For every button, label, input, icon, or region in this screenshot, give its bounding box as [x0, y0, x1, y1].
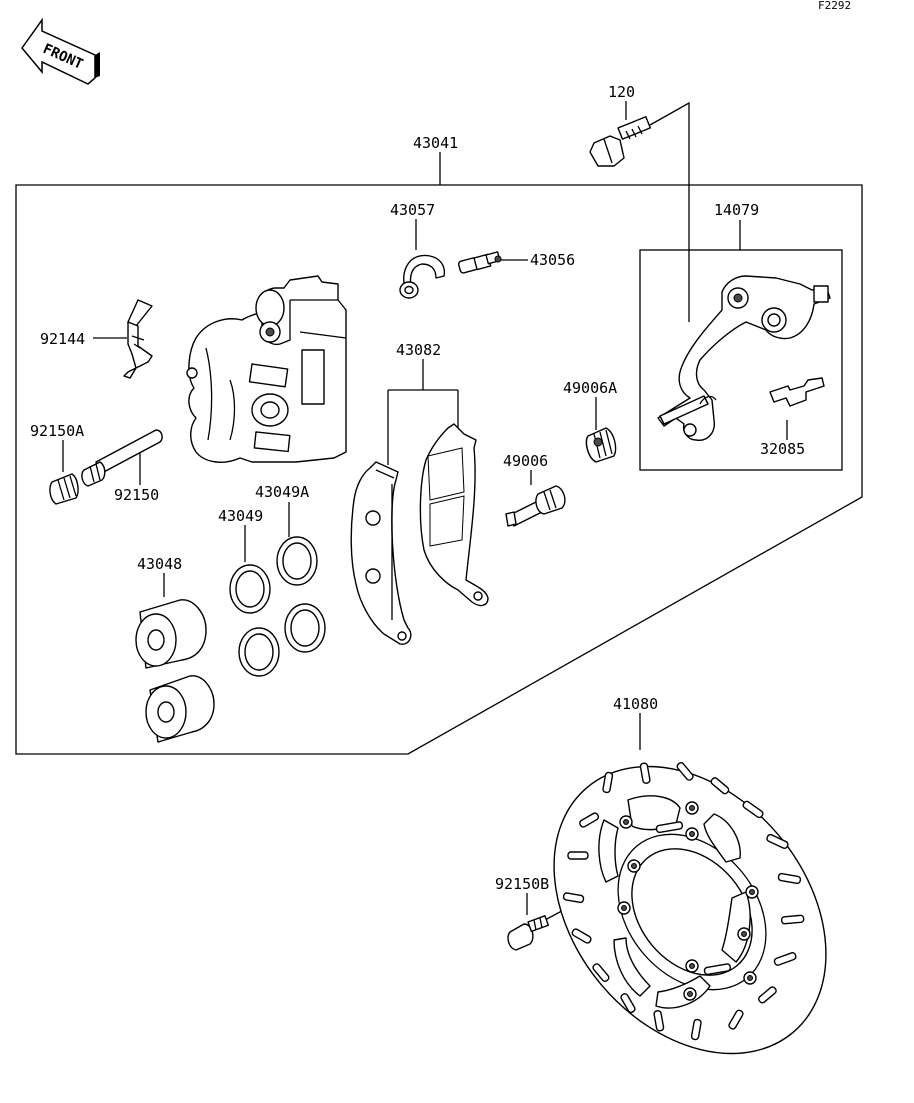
label-43057: 43057: [390, 201, 435, 219]
pin-92150: [81, 429, 163, 487]
bolt-92150B: [507, 915, 550, 951]
caliper-bracket-14079: [657, 275, 831, 441]
label-43082: 43082: [396, 341, 441, 359]
pin-49006: [505, 485, 566, 527]
label-41080: 41080: [613, 695, 658, 713]
pad-spring-92144: [123, 299, 153, 379]
bracket-assembly-frame: [639, 249, 843, 471]
label-92150A: 92150A: [30, 422, 84, 440]
caliper-assembly-frame: [15, 184, 863, 755]
label-49006A: 49006A: [563, 379, 617, 397]
front-arrow-icon: FRONT: [21, 17, 100, 85]
label-120: 120: [608, 83, 635, 101]
disc-rivets: [617, 801, 759, 1001]
brake-pad-left: [350, 461, 412, 645]
pad-clip-32085: [769, 377, 825, 407]
part-labels: 120 43041 43057 43056 14079 92144 43082 …: [30, 83, 805, 893]
disc-slots: [562, 762, 805, 1041]
label-92144: 92144: [40, 330, 85, 348]
brake-pad-right: [419, 423, 489, 607]
label-32085: 32085: [760, 440, 805, 458]
diagram-code: F2292: [818, 0, 851, 12]
label-43049: 43049: [218, 507, 263, 525]
plug-92150A: [49, 473, 79, 505]
label-92150B: 92150B: [495, 875, 549, 893]
bleed-cap-43057: [399, 254, 446, 299]
brake-disc-41080: [553, 762, 827, 1055]
label-43049A: 43049A: [255, 483, 309, 501]
label-43041: 43041: [413, 134, 458, 152]
bolt-120: [589, 116, 652, 167]
label-92150: 92150: [114, 486, 159, 504]
pistons-43048: [135, 599, 215, 743]
piston-seals: [229, 536, 326, 677]
bleed-valve-43056: [457, 251, 502, 274]
label-49006: 49006: [503, 452, 548, 470]
caliper-body: [186, 275, 347, 463]
plug-49006A: [585, 427, 617, 463]
label-43056: 43056: [530, 251, 575, 269]
label-43048: 43048: [137, 555, 182, 573]
label-14079: 14079: [714, 201, 759, 219]
